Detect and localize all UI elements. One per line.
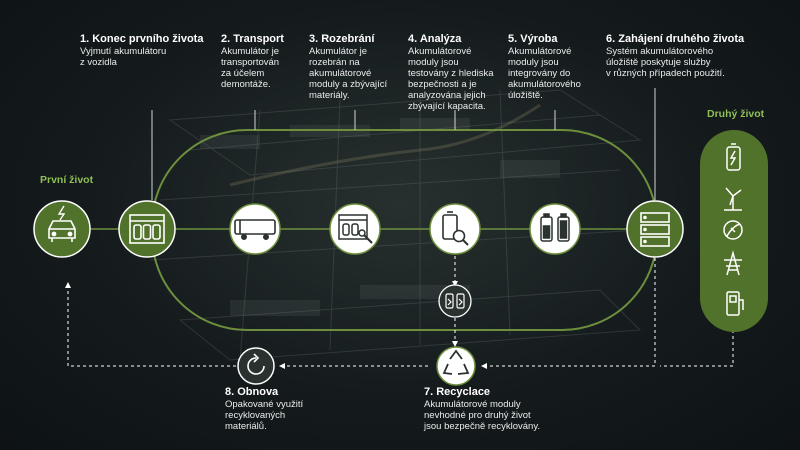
step-8-description: Opakované využití recyklovaných materiál… <box>225 399 304 432</box>
step-7-title: 7. Recyclace <box>424 386 491 398</box>
step-7-text: 7. Recyclace Akumulátorové moduly nevhod… <box>424 386 594 432</box>
first-life-label: První život <box>40 174 94 186</box>
step-1-description: Vyjmutí akumulátoru z vozidla <box>80 46 167 68</box>
step-4-text: 4. Analýza Akumulátorové moduly jsou tes… <box>408 33 508 112</box>
step-3-description: Akumulátor je rozebrán na akumulátorové … <box>309 46 388 101</box>
wrench-battery-icon <box>338 214 373 244</box>
charging-icon <box>726 143 741 171</box>
storage-rack-icon <box>640 212 670 247</box>
step-1-title: 1. Konec prvního života <box>80 33 204 45</box>
step-3-title: 3. Rozebrání <box>309 33 375 45</box>
charging-station-icon <box>726 291 744 316</box>
truck-icon <box>234 219 276 241</box>
eco-plug-icon <box>723 220 743 240</box>
step-3-text: 3. Rozebrání Akumulátor je rozebrán na a… <box>309 33 404 101</box>
recycle-icon <box>442 349 470 375</box>
step-4-node <box>429 203 481 255</box>
batteries-icon <box>540 213 570 242</box>
label-connectors <box>151 88 656 200</box>
damaged-batteries-icon <box>445 293 465 309</box>
step-3-node <box>329 203 381 255</box>
step-5-description: Akumulátorové moduly jsou integrovány do… <box>508 46 581 101</box>
step-8-node <box>237 347 275 385</box>
refresh-icon <box>247 353 265 375</box>
step-7-description: Akumulátorové moduly nevhodné pro druhý … <box>424 399 540 432</box>
magnifier-battery-icon <box>442 211 469 246</box>
battery-modules-icon <box>129 214 165 244</box>
step-2-node <box>229 203 281 255</box>
step-4-title: 4. Analýza <box>408 33 462 45</box>
second-life-label: Druhý život <box>707 108 765 120</box>
step-1-node <box>118 200 176 258</box>
step-6-node <box>626 200 684 258</box>
step-6-title: 6. Zahájení druhého života <box>606 33 745 45</box>
electric-car-icon <box>48 205 76 242</box>
step-7-node <box>436 346 476 386</box>
return-flows <box>65 256 734 369</box>
step-5-title: 5. Výroba <box>508 33 558 45</box>
wind-turbine-icon <box>724 187 742 211</box>
step-8-title: 8. Obnova <box>225 386 279 398</box>
step-5-node <box>529 203 581 255</box>
step-6-description: Systém akumulátorového úložiště poskytuj… <box>606 46 725 79</box>
power-pylon-icon <box>724 250 742 276</box>
electric-car-node <box>33 200 91 258</box>
step-2-description: Akumulátor je transportován za účelem de… <box>221 46 280 90</box>
step-4-description: Akumulátorové moduly jsou testovány z hl… <box>408 46 494 112</box>
rejected-modules-node <box>438 284 472 318</box>
step-2-title: 2. Transport <box>221 33 284 45</box>
step-2-text: 2. Transport Akumulátor je transportován… <box>221 33 306 90</box>
process-loop <box>151 129 658 331</box>
step-6-text: 6. Zahájení druhého života Systém akumul… <box>606 33 796 79</box>
step-1-text: 1. Konec prvního života Vyjmutí akumulát… <box>80 33 210 68</box>
step-5-text: 5. Výroba Akumulátorové moduly jsou inte… <box>508 33 603 101</box>
step-8-text: 8. Obnova Opakované využití recyklovanýc… <box>225 386 345 432</box>
